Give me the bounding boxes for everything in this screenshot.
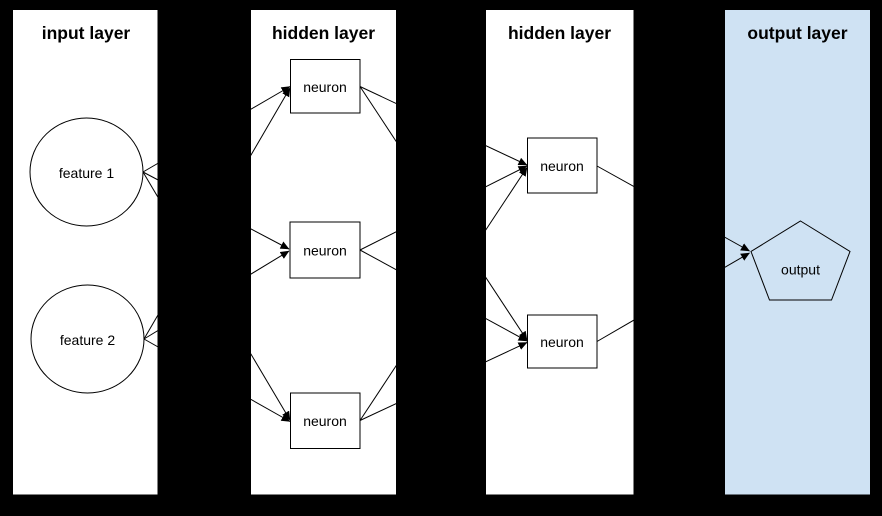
edge-feature1-neuron2 [142, 171, 290, 250]
node-feature-2 [30, 284, 145, 394]
edge-feature2-neuron3 [143, 338, 291, 422]
output-layer-title: output layer [747, 23, 847, 43]
node-feature-1 [29, 117, 144, 227]
edge-feature2-neuron2 [143, 250, 290, 340]
input-layer-title: input layer [42, 23, 131, 43]
node-h1-neuron-1 [290, 59, 361, 114]
node-h2-neuron-2 [527, 314, 598, 369]
edge-h1n3-h2n2 [359, 342, 528, 421]
output-label: output [781, 262, 820, 278]
edge-h2n2-output [596, 252, 750, 342]
hidden-layer-1-title: hidden layer [272, 23, 375, 43]
panel-hidden-layer-2 [486, 10, 634, 495]
edge-h2n1-output [596, 165, 750, 252]
node-output [750, 220, 851, 301]
edge-h1n2-h2n2 [359, 249, 528, 342]
node-h2-neuron-1 [527, 137, 598, 194]
node-h1-neuron-3 [290, 392, 361, 449]
edge-feature1-neuron3 [142, 171, 291, 421]
feature-1-label: feature 1 [59, 165, 114, 181]
edge-h1n1-h2n2 [359, 86, 528, 341]
h1-neuron-3-label: neuron [303, 413, 347, 429]
panel-input-layer [13, 10, 158, 495]
edge-feature1-neuron1 [142, 86, 291, 173]
feature-2-label: feature 2 [60, 332, 115, 348]
node-h1-neuron-2 [289, 221, 361, 279]
edge-h1n1-h2n1 [359, 86, 528, 166]
hidden-layer-2-title: hidden layer [508, 23, 611, 43]
h2-neuron-2-label: neuron [540, 334, 584, 350]
edge-feature2-neuron1 [143, 87, 291, 340]
edge-h1n2-h2n1 [359, 165, 528, 251]
edge-h1n3-h2n1 [359, 167, 528, 421]
h1-neuron-1-label: neuron [303, 79, 347, 95]
h1-neuron-2-label: neuron [303, 243, 347, 259]
h2-neuron-1-label: neuron [540, 158, 584, 174]
